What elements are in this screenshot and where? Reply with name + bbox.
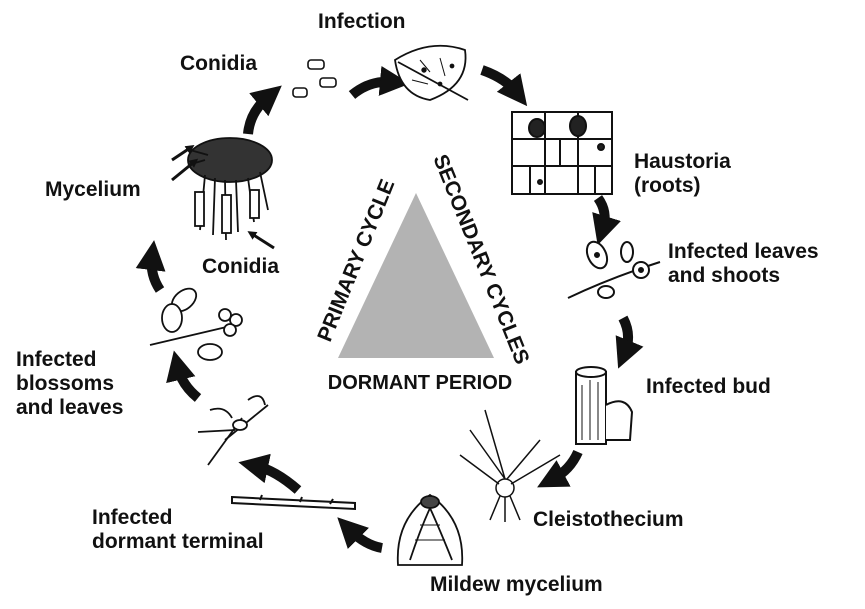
blossom-icon	[198, 396, 268, 465]
dormant-period-label: DORMANT PERIOD	[328, 372, 512, 394]
label-conidia-lower: Conidia	[202, 255, 279, 279]
label-infected-dormant-line1: Infected	[92, 506, 264, 530]
label-haustoria-line2: (roots)	[634, 174, 731, 198]
arrow-bud-to-cleisto	[553, 452, 578, 479]
arrow-mildew-to-dormant	[350, 530, 382, 548]
bud-icon	[576, 367, 632, 444]
label-haustoria-line1: Haustoria	[634, 150, 731, 174]
arrow-shoots-to-bud	[623, 318, 628, 352]
cleistothecium-icon	[460, 410, 560, 522]
label-infected-dormant-line2: dormant terminal	[92, 530, 264, 554]
blossom-cluster-icon	[150, 284, 242, 360]
arrow-dormant-to-shoot	[256, 466, 298, 490]
arrow-spores-to-leaf	[352, 82, 392, 95]
leaf-icon	[395, 46, 468, 100]
spore-icon	[293, 60, 336, 97]
label-infected-leaves: Infected leaves and shoots	[668, 240, 819, 288]
label-infected-leaves-line1: Infected leaves	[668, 240, 819, 264]
label-infected-leaves-line2: and shoots	[668, 264, 819, 288]
label-infection: Infection	[318, 10, 406, 34]
mycelium-pointer	[172, 162, 194, 180]
mycelium-icon	[188, 138, 272, 240]
label-conidia-upper: Conidia	[180, 52, 257, 76]
label-infected-blossoms-line3: and leaves	[16, 396, 123, 420]
label-infected-blossoms-line1: Infected	[16, 348, 123, 372]
mildew-bud-icon	[398, 495, 462, 565]
label-infected-blossoms-line2: blossoms	[16, 372, 123, 396]
arrow-blossom-to-mycelium	[152, 258, 160, 290]
label-haustoria: Haustoria (roots)	[634, 150, 731, 198]
arrow-haustoria-to-shoots	[598, 198, 605, 228]
label-cleistothecium: Cleistothecium	[533, 508, 684, 532]
shoot-icon	[568, 239, 660, 298]
label-infected-blossoms: Infected blossoms and leaves	[16, 348, 123, 420]
label-mildew-mycelium: Mildew mycelium	[430, 573, 603, 597]
label-infected-dormant: Infected dormant terminal	[92, 506, 264, 554]
arrow-leaf-to-haustoria	[482, 70, 516, 92]
plant-cells-icon	[512, 112, 612, 194]
label-infected-bud: Infected bud	[646, 375, 771, 399]
label-mycelium: Mycelium	[45, 178, 141, 202]
arrow-mycelium-to-conidia	[248, 97, 268, 134]
conidia-pointer	[252, 234, 274, 248]
arrow-shoot-to-blossom	[178, 368, 198, 398]
